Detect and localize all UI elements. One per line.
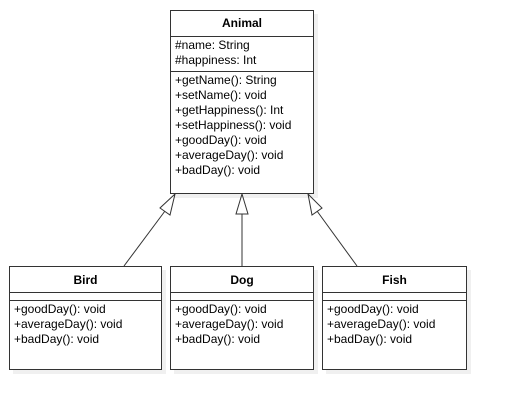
class-fish-operations: +goodDay(): void +averageDay(): void +ba… [323,301,466,347]
class-animal-operations: +getName(): String +setName(): void +get… [171,72,313,178]
operation: +goodDay(): void [175,133,267,147]
operation: +setName(): void [175,88,267,102]
class-fish[interactable]: Fish +goodDay(): void +averageDay(): voi… [322,266,467,370]
class-animal-name: Animal [171,11,313,37]
bird-generalization-line [123,210,166,267]
class-bird-operations: +goodDay(): void +averageDay(): void +ba… [10,301,161,347]
operation: +averageDay(): void [175,317,284,331]
fish-generalization-line [316,210,358,267]
class-fish-name: Fish [323,267,466,293]
fish-generalization-arrowhead [307,192,323,216]
class-dog-operations: +goodDay(): void +averageDay(): void +ba… [171,301,313,347]
class-bird-attributes [10,293,161,301]
class-animal[interactable]: Animal #name: String #happiness: Int +ge… [170,10,314,194]
operation: +badDay(): void [175,332,261,346]
operation: +goodDay(): void [14,302,106,316]
operation: +badDay(): void [327,332,413,346]
class-bird-name: Bird [10,267,161,293]
class-dog-name: Dog [171,267,313,293]
class-dog-attributes [171,293,313,301]
attribute: #name: String [175,38,250,52]
operation: +getName(): String [175,73,277,87]
class-bird[interactable]: Bird +goodDay(): void +averageDay(): voi… [9,266,162,370]
bird-generalization-arrowhead [159,192,176,216]
operation: +averageDay(): void [14,317,123,331]
operation: +setHappiness(): void [175,118,292,132]
attribute: #happiness: Int [175,53,257,67]
class-dog[interactable]: Dog +goodDay(): void +averageDay(): void… [170,266,314,370]
class-fish-attributes [323,293,466,301]
operation: +goodDay(): void [175,302,267,316]
operation: +averageDay(): void [327,317,436,331]
operation: +badDay(): void [14,332,100,346]
operation: +averageDay(): void [175,148,284,162]
operation: +badDay(): void [175,163,261,177]
operation: +goodDay(): void [327,302,419,316]
dog-generalization-arrowhead [235,192,249,215]
class-animal-attributes: #name: String #happiness: Int [171,37,313,72]
operation: +getHappiness(): Int [175,103,284,117]
